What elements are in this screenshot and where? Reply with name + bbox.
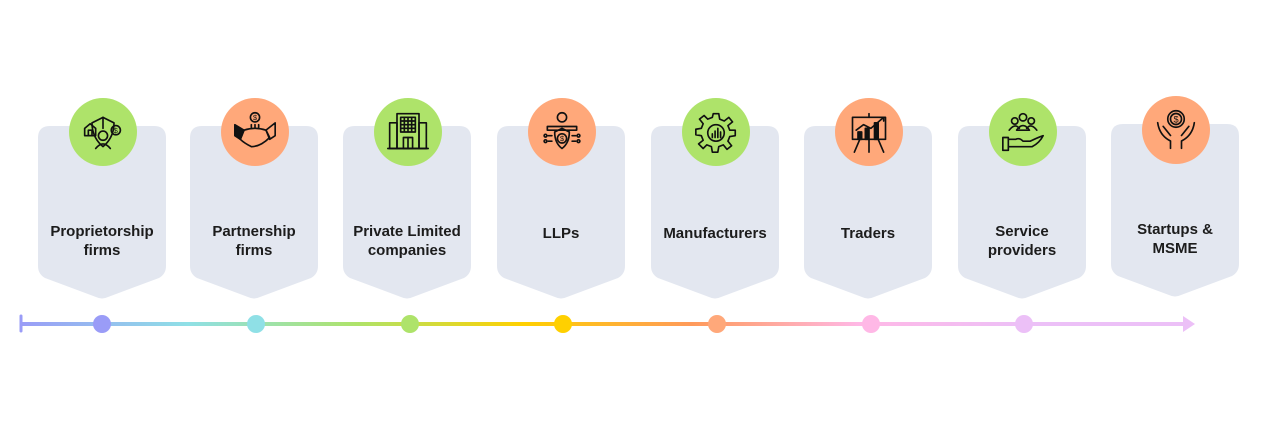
card-label-line2: firms — [235, 242, 273, 259]
timeline-dot — [554, 315, 572, 333]
category-card: Startups & MSME $ — [1111, 96, 1241, 301]
icon-badge: $ — [69, 98, 137, 166]
card-label-line2: MSME — [1152, 240, 1198, 257]
category-card: Proprietorship firms $ — [38, 98, 168, 303]
timeline-dot — [862, 315, 880, 333]
card-body: Proprietorship firms — [38, 126, 166, 300]
card-label-line1: Manufacturers — [663, 225, 767, 242]
card-body: Service providers — [958, 126, 1086, 300]
category-card: Traders — [804, 98, 934, 303]
svg-text:$: $ — [253, 113, 257, 122]
card-body: LLPs — [497, 126, 625, 300]
icon-badge: $ — [1142, 96, 1210, 164]
timeline-dot — [708, 315, 726, 333]
timeline-arrow-head — [1183, 316, 1195, 332]
icon-badge: $ — [221, 98, 289, 166]
card-label: Manufacturers — [651, 224, 779, 243]
card-label-line2: providers — [987, 242, 1057, 259]
hand-people-icon — [1002, 112, 1044, 152]
icon-badge — [835, 98, 903, 166]
svg-text:$: $ — [560, 134, 564, 143]
gear-chart-icon — [695, 112, 737, 153]
card-body: Startups & MSME — [1111, 124, 1239, 298]
card-label-line1: LLPs — [542, 225, 580, 242]
card-shape — [497, 126, 625, 299]
card-label-line1: Partnership — [212, 223, 296, 240]
timeline-dot — [247, 315, 265, 333]
card-label-line1: Proprietorship — [50, 223, 154, 240]
building-icon — [387, 112, 429, 150]
category-card: Service providers — [958, 98, 1088, 303]
card-label-line1: Startups & — [1137, 221, 1213, 238]
card-label-line1: Private Limited — [353, 223, 461, 240]
category-card: LLPs $ — [497, 98, 627, 303]
card-shape — [804, 126, 932, 299]
card-body: Private Limited companies — [343, 126, 471, 300]
timeline-dot — [1015, 315, 1033, 333]
card-label: LLPs — [497, 224, 625, 243]
svg-text:$: $ — [114, 126, 118, 135]
proprietor-icon: $ — [83, 116, 122, 150]
chart-board-icon — [851, 112, 887, 153]
card-shape — [190, 126, 318, 299]
card-label: Partnership firms — [190, 222, 318, 260]
timeline-dot — [93, 315, 111, 333]
timeline-dot — [401, 315, 419, 333]
icon-badge — [374, 98, 442, 166]
handshake-icon: $ — [234, 111, 276, 148]
card-label-line1: Traders — [840, 225, 896, 242]
card-label: Traders — [804, 224, 932, 243]
card-shape — [343, 126, 471, 299]
icon-badge: $ — [528, 98, 596, 166]
card-body: Traders — [804, 126, 932, 300]
shield-person-icon: $ — [543, 111, 581, 150]
svg-text:$: $ — [1173, 115, 1178, 125]
card-label-line2: firms — [83, 242, 121, 259]
icon-badge — [682, 98, 750, 166]
card-shape — [1111, 124, 1239, 297]
card-body: Manufacturers — [651, 126, 779, 300]
card-shape — [651, 126, 779, 299]
card-shape — [958, 126, 1086, 299]
card-label: Service providers — [958, 222, 1086, 260]
card-body: Partnership firms — [190, 126, 318, 300]
card-label: Private Limited companies — [343, 222, 471, 260]
card-label: Proprietorship firms — [38, 222, 166, 260]
category-card: Private Limited companies — [343, 98, 473, 303]
card-label: Startups & MSME — [1111, 220, 1239, 258]
card-shape — [38, 126, 166, 299]
icon-badge — [989, 98, 1057, 166]
category-card: Partnership firms $ — [190, 98, 320, 303]
category-card: Manufacturers — [651, 98, 781, 303]
hands-coin-icon: $ — [1156, 109, 1196, 150]
card-label-line1: Service — [995, 223, 1049, 240]
card-label-line2: companies — [367, 242, 447, 259]
